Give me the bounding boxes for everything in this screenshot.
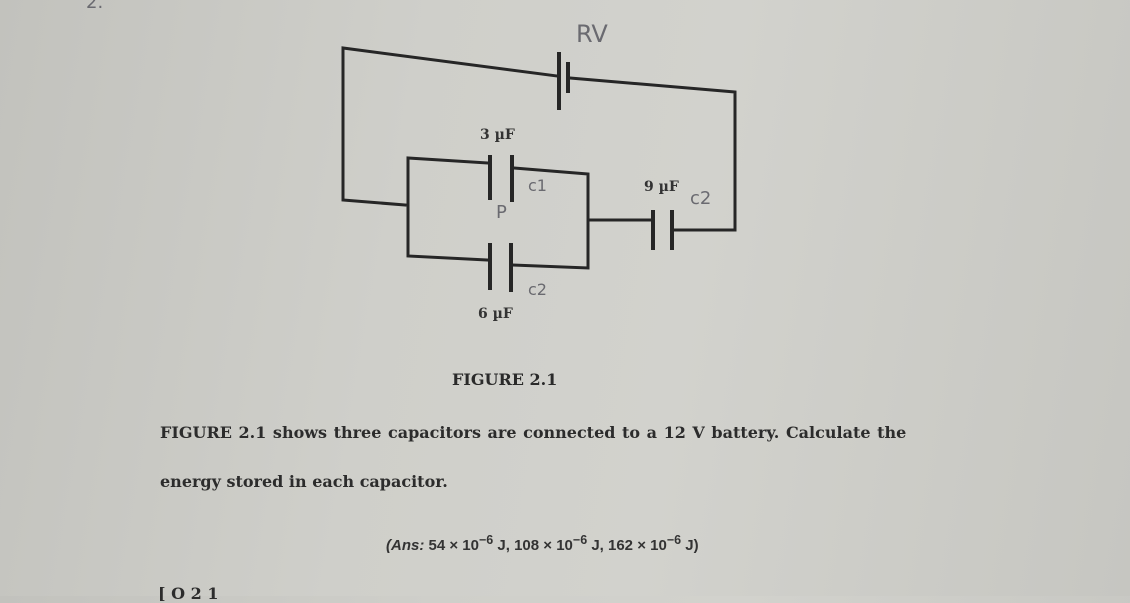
question-text-line1: FIGURE 2.1 shows three capacitors are co… — [160, 423, 907, 442]
outer-wires — [341, 46, 737, 232]
handwritten-c1: c1 — [528, 176, 547, 195]
capacitor-label-9uF: 9 µF — [644, 179, 679, 195]
handwritten-c-series: c2 — [690, 188, 712, 209]
capacitor-label-3uF: 3 µF — [480, 127, 515, 143]
answer-exp-3: −6 — [666, 533, 682, 547]
answer-exp-1: −6 — [478, 533, 494, 547]
capacitor-label-6uF: 6 µF — [478, 306, 513, 322]
answer-text: (Ans: 54 × 10−6 J, 108 × 10−6 J, 162 × 1… — [386, 533, 699, 554]
handwritten-battery-note: RV — [576, 20, 608, 48]
answer-prefix: (Ans: — [386, 537, 425, 554]
question-text-line2: energy stored in each capacitor. — [160, 472, 448, 491]
answer-value-1: 54 × 10 — [428, 537, 479, 554]
answer-value-2: J, 108 × 10 — [493, 537, 573, 554]
figure-caption: FIGURE 2.1 — [452, 370, 558, 389]
parallel-block-wires — [406, 156, 590, 270]
footer-code: [ O 2 1 — [158, 584, 219, 603]
battery-symbol — [557, 52, 570, 110]
handwritten-p: P — [496, 202, 507, 223]
handwritten-c2-bottom: c2 — [528, 280, 547, 299]
answer-exp-2: −6 — [572, 533, 588, 547]
answer-value-3: J, 162 × 10 — [587, 537, 667, 554]
question-number: 2. — [86, 0, 104, 13]
answer-suffix: J) — [681, 537, 699, 554]
capacitor-3uF-symbol — [488, 155, 514, 202]
capacitor-9uF-symbol — [651, 210, 674, 250]
capacitor-6uF-symbol — [488, 243, 513, 292]
